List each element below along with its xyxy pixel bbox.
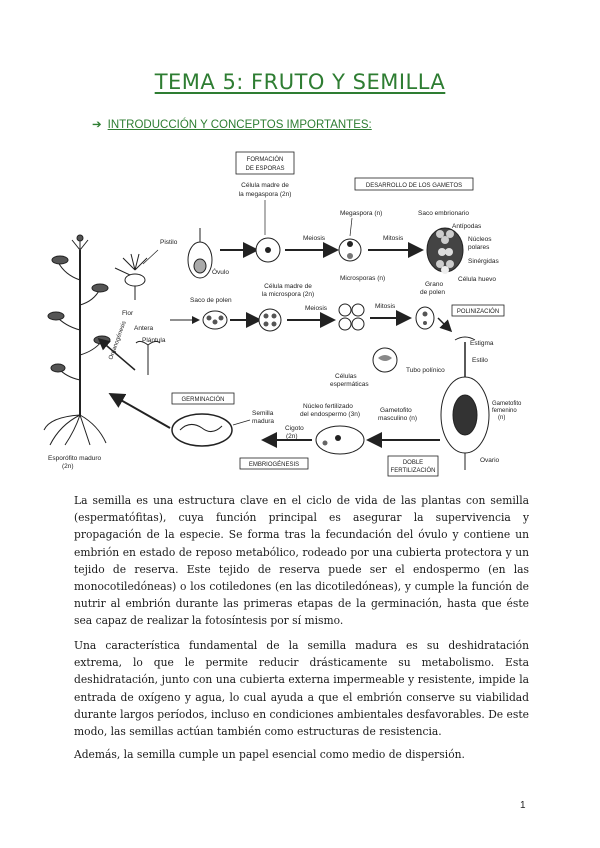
section-heading-text: INTRODUCCIÓN Y CONCEPTOS IMPORTANTES: xyxy=(108,119,372,131)
mature-seed xyxy=(172,414,232,446)
pistil-ovule xyxy=(188,228,212,278)
label-polinizacion: POLINIZACIÓN xyxy=(457,308,499,315)
label-ovario: Ovario xyxy=(480,457,500,464)
label-madura: madura xyxy=(252,418,274,425)
paragraph-2: Una característica fundamental de la sem… xyxy=(74,637,529,740)
label-doble: DOBLE xyxy=(403,460,423,466)
label-de-polen: de polen xyxy=(420,289,445,296)
label-gametofito-masc-1: Gametofito xyxy=(380,407,412,414)
microspores xyxy=(339,304,364,330)
label-celula-huevo: Célula huevo xyxy=(458,276,496,283)
label-meiosis-2: Meiosis xyxy=(305,305,328,312)
label-formacion-esporas-2: DE ESPORAS xyxy=(245,166,284,172)
label-polares: polares xyxy=(468,244,490,251)
label-semilla: Semilla xyxy=(252,410,274,417)
label-cigoto-2n: (2n) xyxy=(286,433,298,440)
label-germinacion: GERMINACIÓN xyxy=(181,396,224,403)
page-number: 1 xyxy=(520,800,526,811)
label-saco-polen: Saco de polen xyxy=(190,297,232,304)
label-cigoto: Cigoto xyxy=(285,425,304,432)
label-nucleo-fert-1: Núcleo fertilizado xyxy=(303,403,353,410)
label-nucleo-fert-2: del endospermo (3n) xyxy=(300,411,360,418)
section-heading: ➔ INTRODUCCIÓN Y CONCEPTOS IMPORTANTES: xyxy=(92,117,372,131)
label-celula-madre-megaspora-2: la megaspora (2n) xyxy=(239,191,292,198)
label-antipodas: Antípodas xyxy=(452,223,482,230)
label-grano: Grano xyxy=(425,281,443,288)
label-celula-madre-microspora-2: la microspora (2n) xyxy=(262,291,314,298)
label-celula-madre-microspora-1: Célula madre de xyxy=(264,283,312,290)
label-mitosis-1: Mitosis xyxy=(383,235,404,242)
label-estilo: Estilo xyxy=(472,357,488,364)
microspore-mother-cell xyxy=(259,309,281,331)
label-pistilo: Pistilo xyxy=(160,239,178,246)
label-gametofito-fem-2: femenino xyxy=(492,408,517,414)
arrow-icon: ➔ xyxy=(92,119,102,131)
label-esporofito: Esporófito maduro xyxy=(48,455,101,462)
label-nucleos: Núcleos xyxy=(468,236,492,243)
label-celulas-2: espermáticas xyxy=(330,381,369,388)
label-antera: Antera xyxy=(134,325,154,332)
label-fertilizacion: FERTILIZACIÓN xyxy=(391,467,436,474)
label-microsporas: Microsporas (n) xyxy=(340,275,385,282)
pollen-grain xyxy=(416,307,434,329)
plant-life-cycle-diagram: Esporófito maduro (2n) Pistilo Flor Ante… xyxy=(40,140,540,480)
label-sinergidas: Sinérgidas xyxy=(468,258,499,265)
label-celulas-1: Células xyxy=(335,373,357,380)
label-gametofito-fem-1: Gametofito xyxy=(492,401,522,407)
label-mitosis-2: Mitosis xyxy=(375,303,396,310)
label-estigma: Estigma xyxy=(470,340,494,347)
label-esporofito-2n: (2n) xyxy=(62,463,74,470)
label-flor: Flor xyxy=(122,310,134,317)
label-gametofito-fem-3: (n) xyxy=(498,415,505,421)
label-megaspora: Megaspora (n) xyxy=(340,210,382,217)
label-desarrollo-gametos: DESARROLLO DE LOS GAMETOS xyxy=(366,183,462,189)
seedling xyxy=(136,341,160,375)
label-saco-embrionario: Saco embrionario xyxy=(418,210,469,217)
label-formacion-esporas-1: FORMACIÓN xyxy=(247,156,284,163)
label-embriogenesis: EMBRIOGÉNESIS xyxy=(249,461,299,468)
label-tubo-polinico: Tubo polínico xyxy=(406,367,445,374)
label-meiosis-1: Meiosis xyxy=(303,235,326,242)
label-gametofito-masc-2: masculino (n) xyxy=(378,415,417,422)
paragraph-3: Además, la semilla cumple un papel esenc… xyxy=(74,746,529,763)
label-ovulo: Óvulo xyxy=(212,267,229,276)
flower-closeup xyxy=(115,254,147,300)
label-plantula: Plántula xyxy=(142,337,166,344)
paragraph-1: La semilla es una estructura clave en el… xyxy=(74,492,529,630)
label-celula-madre-megaspora-1: Célula madre de xyxy=(241,182,289,189)
page-title: TEMA 5: FRUTO Y SEMILLA xyxy=(0,70,600,94)
